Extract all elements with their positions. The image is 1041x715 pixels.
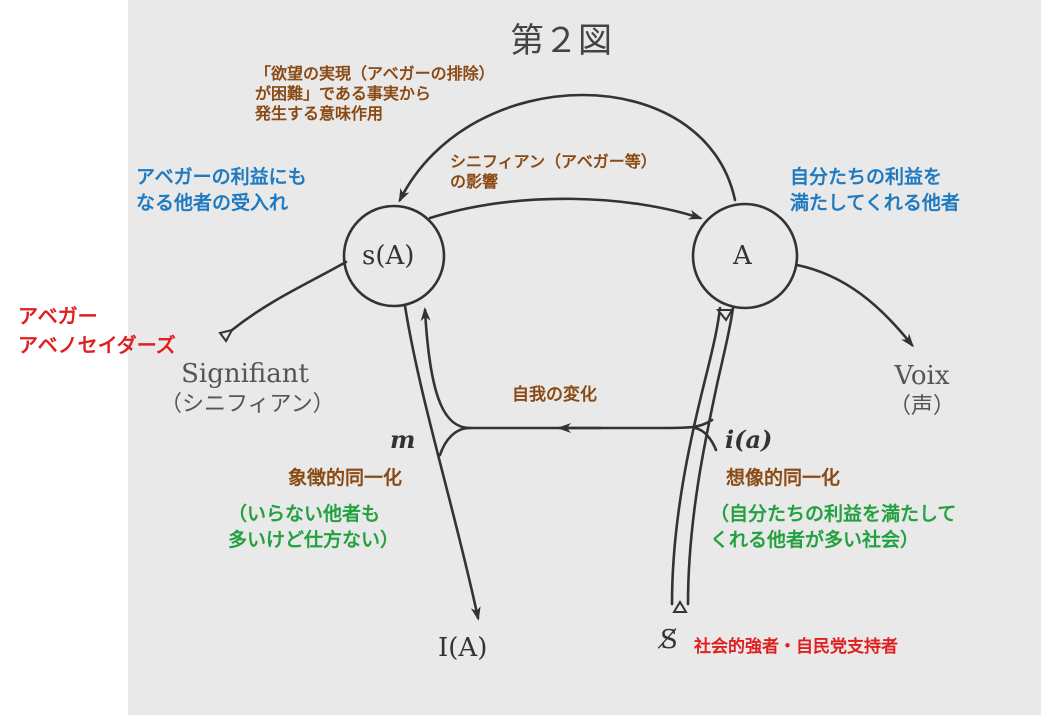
subject-tail-marker bbox=[672, 600, 688, 613]
ego-change-annotation: 自我の変化 bbox=[512, 385, 597, 405]
subject-to-A-line-2 bbox=[686, 306, 735, 606]
ia-branch bbox=[693, 426, 718, 452]
right-other-annotation: 自分たちの利益を 満たしてくれる他者 bbox=[790, 166, 960, 214]
node-sA-circle bbox=[342, 204, 446, 308]
A-to-voix-arrow bbox=[795, 263, 914, 348]
top-arc-annotation: 「欲望の実現（アベガーの排除） が困難」である事実から 発生する意味作用 bbox=[255, 64, 495, 123]
voix-jp-label: （声） bbox=[888, 393, 955, 419]
signifiant-jp-label: （シニフィアン） bbox=[160, 391, 335, 417]
subject-annotation: 社会的強者・自民党支持者 bbox=[694, 637, 898, 657]
node-subject-label: S̸ bbox=[660, 625, 678, 655]
sA-to-IA-arrow bbox=[403, 304, 481, 621]
voix-label: Voix bbox=[894, 361, 950, 391]
top-arc-arrow bbox=[398, 93, 737, 203]
imaginary-note-annotation: （自分たちの利益を満たして くれる他者が多い社会） bbox=[710, 503, 957, 551]
signifiant-label: Signifiant bbox=[181, 359, 309, 389]
symbolic-identification-label: 象徴的同一化 bbox=[288, 467, 403, 489]
node-sA-label: s(A) bbox=[362, 241, 415, 271]
ia-label: i(a) bbox=[725, 425, 773, 454]
A-notch-marker bbox=[715, 309, 734, 322]
m-label: m bbox=[390, 425, 416, 454]
m-branch bbox=[438, 426, 472, 457]
symbolic-note-annotation: （いらない他者も 多いけど仕方ない） bbox=[228, 503, 400, 551]
signifiant-term: Signifiant （シニフィアン） bbox=[160, 358, 335, 418]
signifiant-to-sA-line bbox=[230, 260, 348, 332]
ego-change-arrow bbox=[420, 307, 714, 430]
voix-term: Voix （声） bbox=[872, 360, 972, 420]
paper-background bbox=[128, 0, 1041, 715]
node-IA-label: I(A) bbox=[438, 633, 488, 663]
imaginary-identification-label: 想像的同一化 bbox=[726, 467, 841, 489]
node-A-circle bbox=[691, 202, 799, 310]
figure-title: 第２図 bbox=[510, 21, 612, 61]
signifier-effect-annotation: シニフィアン（アベガー等） の影響 bbox=[450, 152, 657, 191]
node-A-label: A bbox=[733, 241, 752, 271]
signifiant-tail-marker bbox=[218, 328, 234, 343]
sA-to-A-arrow bbox=[428, 197, 703, 220]
subject-to-A-line bbox=[670, 306, 722, 606]
left-other-annotation: アベガーの利益にも なる他者の受入れ bbox=[136, 166, 307, 214]
abegar-annotation: アベガー アベノセイダーズ bbox=[18, 304, 176, 357]
